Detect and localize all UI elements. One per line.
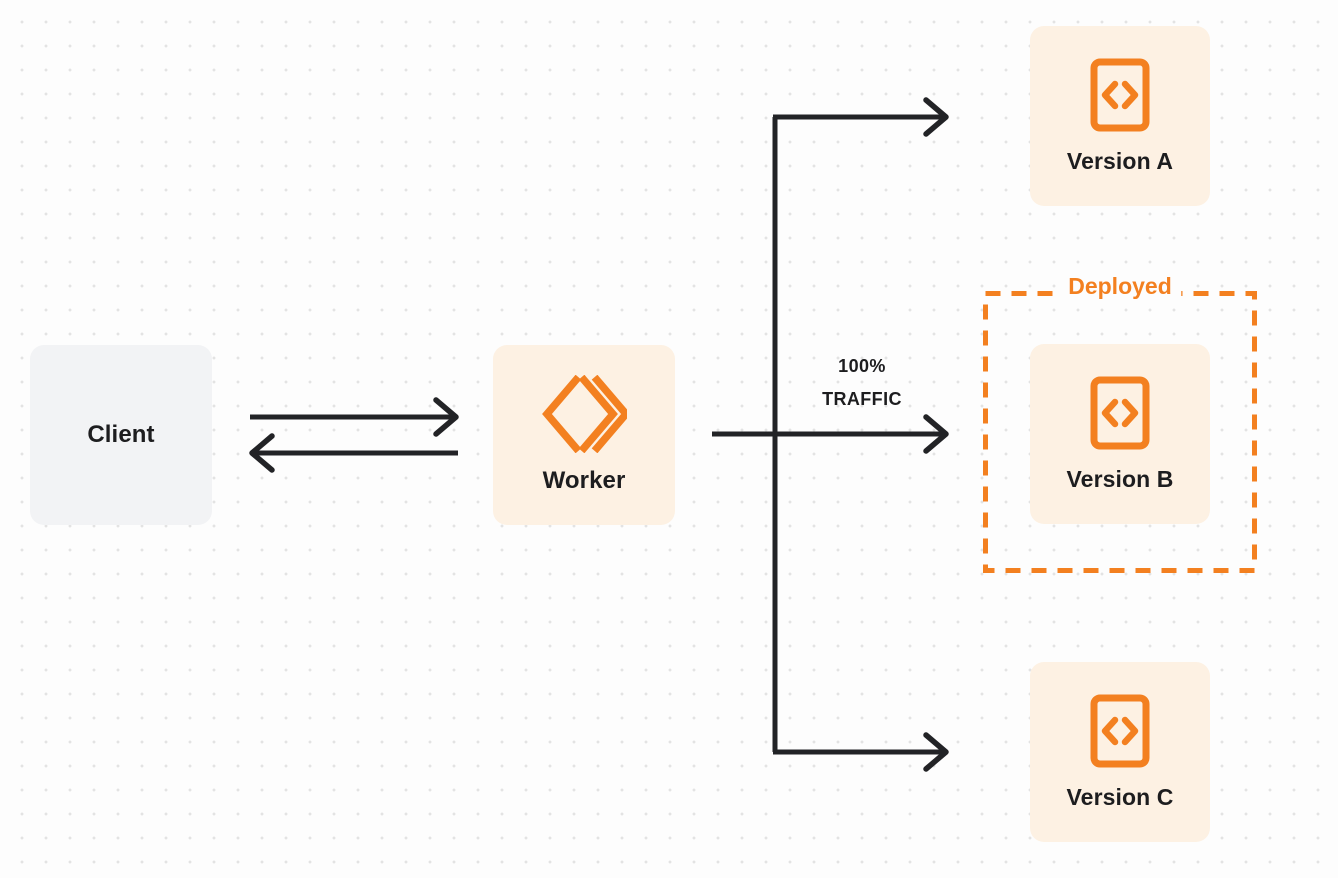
node-version-a[interactable]: Version A [1030,26,1210,206]
edge-worker-to-version-b [712,414,949,454]
traffic-percentage-label: 100% TRAFFIC [789,350,935,417]
code-brackets-icon [1090,58,1150,132]
edge-worker-to-version-c [773,732,949,772]
node-client[interactable]: Client [30,345,212,525]
code-brackets-icon [1090,376,1150,450]
node-version-b-label: Version B [1066,465,1174,492]
group-deployed: Deployed [983,273,1257,573]
node-version-c-label: Version C [1066,783,1174,810]
edge-worker-to-version-a [773,97,949,137]
node-worker-label: Worker [542,467,626,494]
edge-client-to-worker [250,397,459,437]
node-version-a-label: Version A [1066,147,1174,174]
code-brackets-icon [1090,694,1150,768]
cloudflare-workers-logo-icon [541,375,627,453]
node-version-b[interactable]: Version B [1030,344,1210,524]
traffic-percent-value: 100% [838,356,886,376]
node-version-c[interactable]: Version C [1030,662,1210,842]
group-deployed-label: Deployed [1059,273,1181,300]
traffic-word: TRAFFIC [822,389,902,410]
node-client-label: Client [87,421,155,448]
node-worker[interactable]: Worker [493,345,675,525]
edge-worker-to-client [249,433,458,473]
